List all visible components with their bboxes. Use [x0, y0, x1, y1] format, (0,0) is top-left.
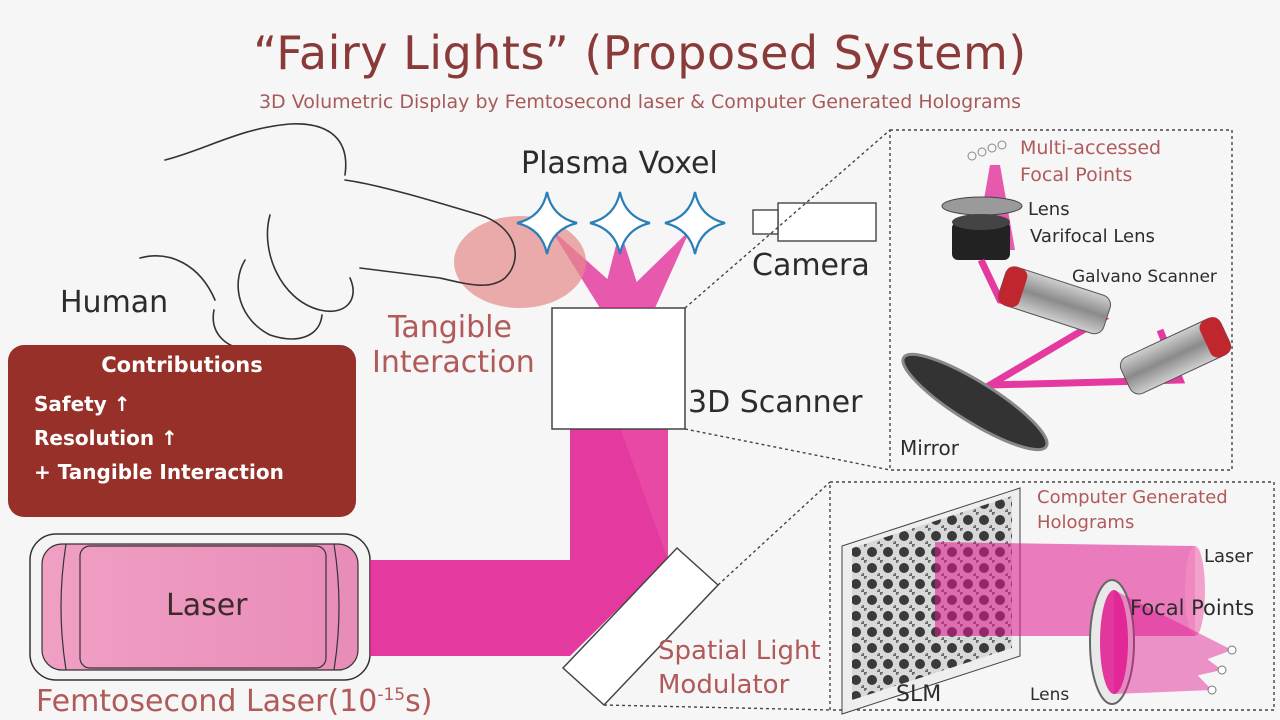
inset-cgh-label-line2: Holograms — [1037, 512, 1135, 533]
inset-focal-points-label: Focal Points — [1020, 164, 1133, 186]
inset-slm-label: SLM — [896, 682, 942, 707]
voxel-1 — [516, 191, 578, 255]
femtosecond-laser-label: Femtosecond Laser(10-15s) — [36, 684, 432, 719]
camera-icon — [752, 202, 877, 242]
scanner-3d-label: 3D Scanner — [688, 385, 863, 420]
contribution-item: Resolution ↑ — [34, 426, 178, 450]
femto-label-exponent: -15 — [377, 685, 406, 705]
hand-illustration — [139, 123, 516, 351]
page-title: “Fairy Lights” (Proposed System) — [253, 26, 1027, 80]
inset-cgh-label-line1: Computer Generated — [1037, 487, 1228, 508]
scanner-box — [551, 307, 686, 430]
inset-varifocal-lens-label: Varifocal Lens — [1030, 226, 1155, 247]
voxel-3 — [664, 191, 726, 255]
inset-galvano-label: Galvano Scanner — [1072, 267, 1217, 287]
contribution-item: Safety ↑ — [34, 392, 131, 416]
inset-laser-label: Laser — [1204, 546, 1253, 567]
plasma-voxel-label: Plasma Voxel — [521, 146, 718, 181]
tangible-label-line1: Tangible — [388, 310, 512, 345]
page-subtitle: 3D Volumetric Display by Femtosecond las… — [258, 91, 1022, 113]
scanner-inset-illustration — [901, 140, 1232, 452]
plasma-voxels — [516, 191, 726, 255]
inset-mirror-label: Mirror — [900, 436, 959, 460]
laser-label: Laser — [166, 588, 248, 623]
camera-label: Camera — [752, 248, 870, 283]
inset-lens-label-slm: Lens — [1030, 685, 1070, 705]
inset-focal-points-label-slm: Focal Points — [1130, 596, 1255, 620]
slm-label-line2: Modulator — [658, 670, 790, 700]
voxel-2 — [589, 191, 651, 255]
laser-device — [29, 533, 371, 681]
slm-label-line1: Spatial Light — [658, 636, 821, 666]
femto-label-suffix: s) — [405, 684, 433, 719]
contribution-item: + Tangible Interaction — [34, 460, 284, 484]
touch-area — [454, 216, 586, 308]
laser-beam — [370, 428, 668, 656]
femto-label-prefix: Femtosecond Laser(10 — [36, 684, 378, 719]
slm-inset-illustration — [841, 487, 1237, 715]
contributions-title: Contributions — [101, 353, 263, 377]
tangible-label-line2: Interaction — [372, 345, 535, 380]
contributions-box: Contributions Safety ↑ Resolution ↑ + Ta… — [8, 345, 356, 517]
inset-multi-accessed-label: Multi-accessed — [1020, 137, 1162, 159]
inset-connectors — [603, 129, 1275, 711]
human-label: Human — [60, 285, 169, 320]
inset-lens-label: Lens — [1028, 199, 1070, 220]
